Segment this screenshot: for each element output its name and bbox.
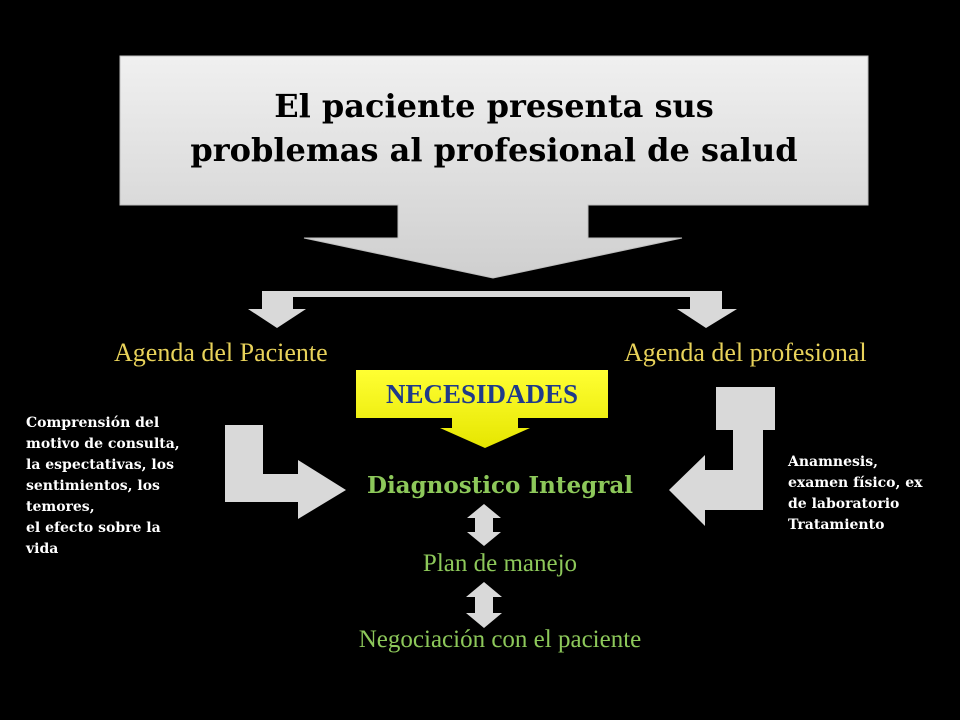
patient-item: motivo de consulta, [26,436,180,452]
professional-item: Anamnesis, [788,454,878,470]
agenda-professional-label: Agenda del profesional [624,338,867,367]
top-callout-arrow [119,55,869,279]
top-box-line2: problemas al profesional de salud [190,131,798,169]
plan-label: Plan de manejo [422,550,578,577]
professional-agenda-arrow [677,294,737,328]
professional-item: examen físico, ex [788,475,923,491]
professional-arrow-stub [716,387,775,430]
plan-negotiation-double-arrow [466,582,502,628]
professional-bent-arrow [669,430,763,526]
top-box-title: El paciente presenta sus problemas al pr… [120,58,868,198]
professional-items-list: Anamnesis, examen físico, ex de laborato… [788,452,923,536]
patient-item: la espectativas, los [26,457,174,473]
patient-agenda-arrow [248,294,306,328]
professional-item: Tratamiento [788,517,885,533]
distribution-bar [262,291,722,297]
diagnosis-label: Diagnostico Integral [367,472,633,499]
agenda-patient-label: Agenda del Paciente [114,338,328,367]
patient-item: temores, [26,499,95,515]
needs-label: NECESIDADES [385,378,579,409]
diagnosis-plan-double-arrow [467,504,501,546]
professional-item: de laboratorio [788,496,900,512]
patient-items-list: Comprensión del motivo de consulta, la e… [26,413,180,560]
patient-item: el efecto sobre la [26,520,161,536]
patient-item: vida [26,541,59,557]
negotiation-label: Negociación con el paciente [358,626,642,653]
patient-item: Comprensión del [26,415,160,431]
patient-item: sentimientos, los [26,478,160,494]
needs-callout [356,370,608,448]
top-box-line1: El paciente presenta sus [274,87,714,125]
patient-bent-arrow [225,425,346,519]
